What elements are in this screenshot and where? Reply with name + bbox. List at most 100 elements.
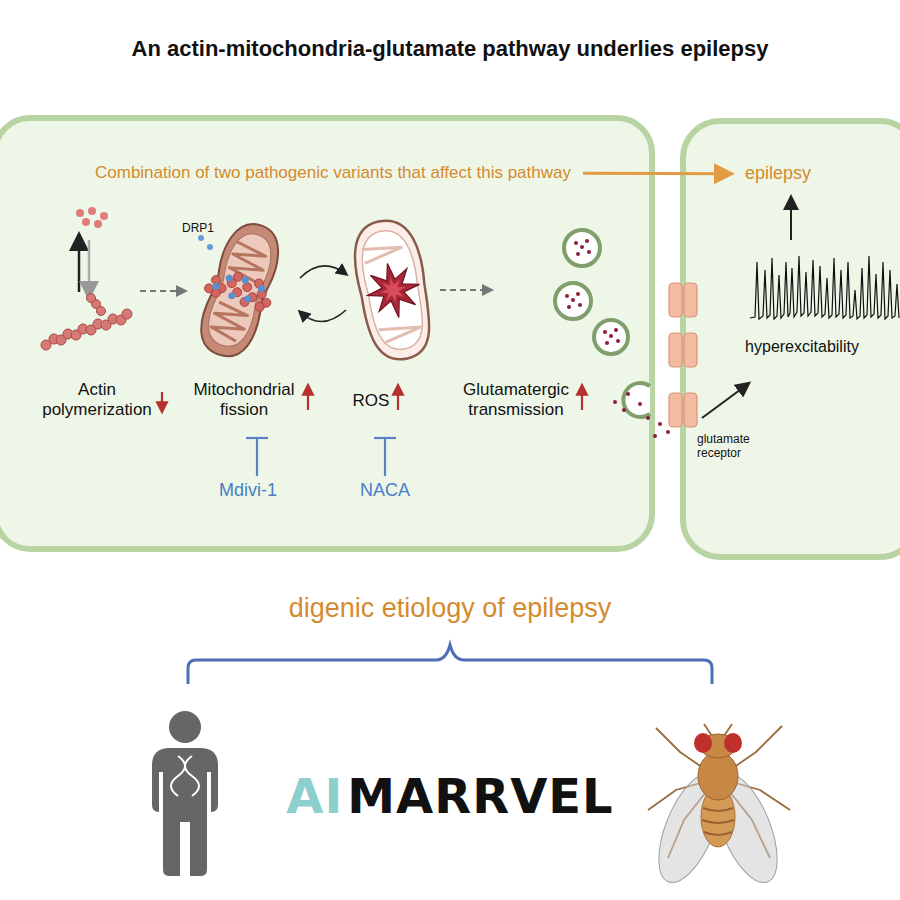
caption-heading: digenic etiology of epilepsy [100,592,800,624]
glutamate-receptors [669,283,697,427]
inhibition-symbols [384,438,386,476]
synaptic-vesicles [646,416,650,420]
protein-label: DRP1 [182,221,232,235]
synaptic-vesicles [623,383,650,417]
human-icon [152,748,218,876]
process-label: Glutamatergic transmission [455,380,577,421]
fruit-fly [702,808,734,835]
mitochondrion-ros [362,258,425,323]
mitochondrion-fission [212,282,221,291]
glutamate-receptors [684,393,697,427]
actin-filament [122,309,132,319]
actin-monomers [76,207,108,228]
actin-monomers [94,220,102,228]
glutamate-receptors [669,333,682,367]
synaptic-vesicles [555,283,591,319]
dashed-arrow [140,290,492,291]
drp1-dots [198,235,213,250]
mitochondrion-ros [347,215,441,366]
synaptic-vesicles [580,245,584,249]
actin-filament-tail [87,294,106,316]
change-arrows [397,387,399,410]
inhibition-symbols [374,437,396,439]
synaptic-vesicles [653,434,657,438]
mitochondrion-ros [378,275,409,306]
mitochondrion-fission [193,217,287,363]
change-arrows [581,387,583,410]
drp1-dots [198,235,204,241]
mitochondrion-fission [242,281,253,292]
cycle-arrows [300,266,346,322]
node-text: Combination of two pathogenic variants t… [95,163,571,183]
mitochondrion-ros [362,241,423,344]
mitochondrion-ros [356,226,431,354]
synaptic-vesicles [555,230,674,438]
synaptic-vesicles [626,392,630,396]
actin-monomers [76,209,84,217]
change-arrows [161,392,163,410]
fruit-fly [724,733,742,753]
process-label: ROS [346,391,396,411]
synaptic-vesicles [565,294,569,298]
synaptic-vesicles [603,328,620,345]
drug-label: Mdivi-1 [198,480,298,502]
mitochondrion-fission [210,268,267,308]
mitochondrion-fission [202,228,278,351]
logo-text: AI [286,772,343,820]
synaptic-vesicles [609,334,613,338]
mitochondrion-fission [225,274,234,283]
glutamate-receptors [669,283,682,317]
synaptic-vesicles [567,305,571,309]
receptor-label: glutamate receptor [697,432,759,461]
actin-filament-tail [87,294,96,303]
logo: AIMARRVEL [0,772,900,820]
fruit-fly [698,752,738,800]
synaptic-vesicles [605,341,609,345]
outcome-arrows [702,384,748,418]
synaptic-vesicles [614,328,618,332]
synaptic-vesicles [622,408,626,412]
synaptic-vesicles [603,330,607,334]
synaptic-vesicles [564,230,600,266]
synaptic-vesicles [613,400,617,404]
cycle-arrows [300,266,346,278]
synaptic-vesicles [565,292,582,309]
fruit-fly [646,724,790,891]
synaptic-vesicles [616,339,620,343]
mitochondrion-fission [254,301,265,312]
synaptic-vesicles [576,292,580,296]
brace [188,645,712,684]
connector-arrow [583,172,729,176]
glutamate-receptors [684,283,697,317]
actin-monomers [82,218,90,226]
process-label: Mitochondrial fission [184,380,304,421]
synaptic-vesicles [564,230,600,266]
actin-filament-tail [97,307,106,316]
actin-monomers [100,212,108,220]
process-label: Actin polymerization [32,380,162,421]
mitochondrion-fission [241,276,250,285]
mitochondrion-fission [257,284,266,293]
synaptic-vesicles [578,303,582,307]
title: An actin-mitochondria-glutamate pathway … [0,36,900,62]
synaptic-vesicles [576,252,580,256]
fruit-fly [694,733,712,753]
actin-monomers [88,207,96,215]
mitochondrion-fission [203,264,277,314]
synaptic-vesicles [574,239,591,256]
synaptic-vesicles [587,250,591,254]
polymerization-arrows [88,240,91,296]
inhibition-symbols [246,437,268,439]
logo-text: MARRVEL [347,772,613,820]
mitochondrion-fission [186,215,293,365]
synaptic-vesicles [574,241,578,245]
polymerization-arrows [79,236,89,296]
synaptic-vesicles [585,239,589,243]
mitochondrion-fission [227,291,236,300]
presynaptic-cell: Combination of two pathogenic variants t… [0,115,655,552]
inhibition-symbols [256,438,258,476]
